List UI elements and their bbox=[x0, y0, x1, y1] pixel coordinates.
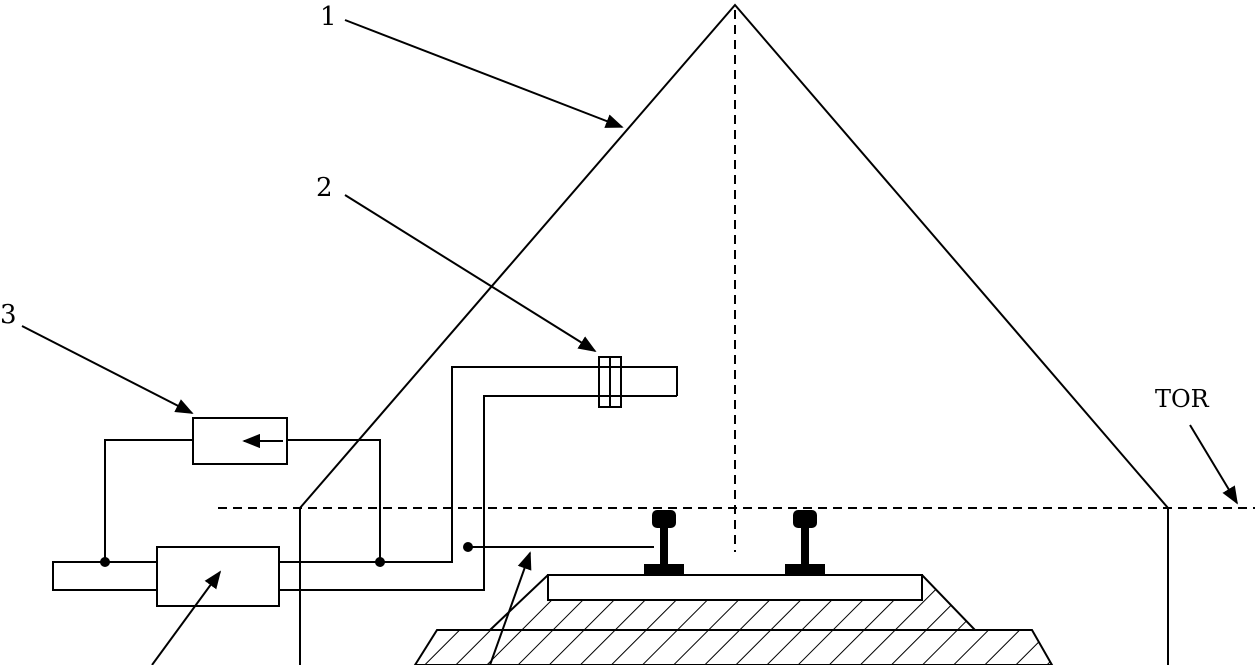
junction-dot-left bbox=[100, 557, 110, 567]
pipe-lower bbox=[279, 395, 677, 591]
label-3: 3 bbox=[0, 300, 17, 330]
rail-left bbox=[644, 510, 684, 575]
bypass-loop-right bbox=[287, 439, 381, 562]
rail-right bbox=[785, 510, 825, 575]
leader-1 bbox=[344, 19, 624, 128]
measuring-unit-box bbox=[156, 546, 280, 607]
leader-3 bbox=[21, 325, 194, 414]
sleeper bbox=[547, 574, 923, 601]
pipe-upper bbox=[279, 366, 678, 563]
subgrade-layer bbox=[413, 629, 1054, 665]
junction-dot-right bbox=[375, 557, 385, 567]
leader-2 bbox=[344, 194, 597, 352]
leader-wire bbox=[489, 551, 532, 665]
leader-unit bbox=[151, 570, 222, 665]
sensor-dot bbox=[463, 542, 473, 552]
valve-box bbox=[192, 417, 288, 465]
label-1: 1 bbox=[320, 2, 337, 32]
bypass-loop bbox=[104, 439, 193, 562]
label-2: 2 bbox=[316, 173, 333, 203]
label-tor: TOR bbox=[1155, 385, 1210, 413]
leader-tor bbox=[1189, 424, 1238, 505]
clearance-gauge-outline bbox=[299, 3, 1169, 665]
